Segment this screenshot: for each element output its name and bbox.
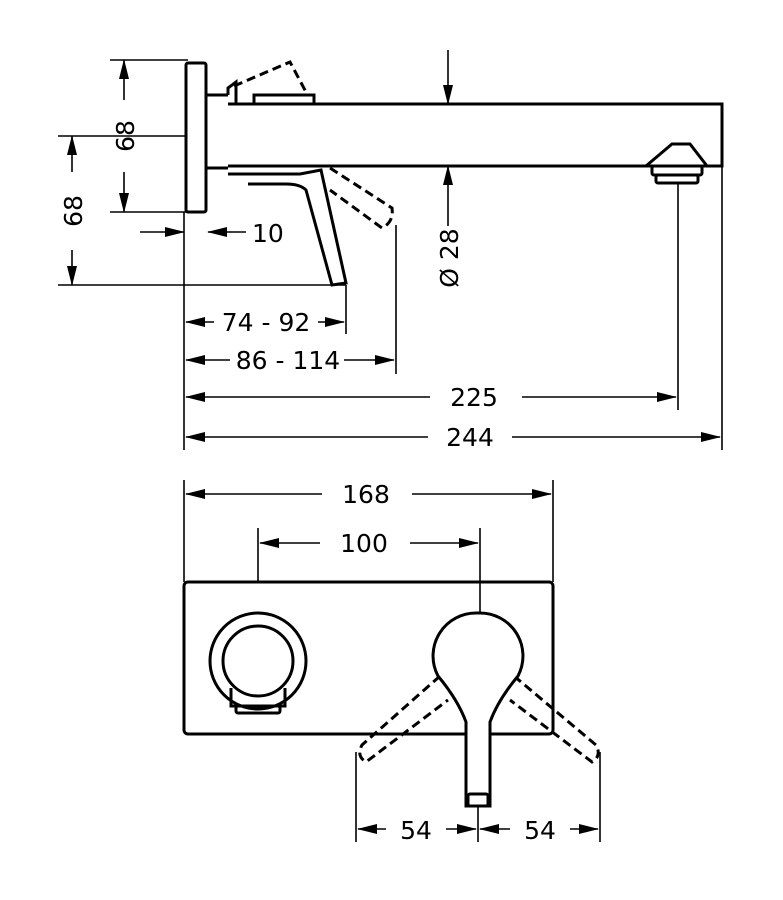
front-lever-dashed-left [358,674,449,764]
side-spout [228,102,724,168]
dim-lever-reach-min: 74 - 92 [222,308,311,337]
dim-outlet-projection: 225 [450,383,498,412]
dim-lever-reach-max: 86 - 114 [236,346,340,375]
dim-total-projection: 244 [446,423,494,452]
dim-height-lower: 68 [59,195,88,227]
front-diverter-knob [208,611,308,711]
dim-center-distance: 100 [340,529,388,558]
dim-lever-swing-right: 54 [524,816,556,845]
front-view: 168 100 54 54 [182,480,601,845]
dim-spout-diameter: Ø 28 [435,228,464,287]
dim-lever-swing-left: 54 [400,816,432,845]
side-view: 68 68 10 Ø 28 74 - 92 86 - 114 225 244 [58,50,724,452]
side-wall-plate [184,61,208,214]
dim-plate-width: 168 [342,480,390,509]
dim-plate-thickness: 10 [252,219,284,248]
side-aerator [641,142,711,168]
side-diverter-knob [226,79,316,104]
front-lever-handle [431,611,525,808]
side-lever [228,168,348,287]
front-wall-plate [182,580,555,736]
side-diverter-dashed [233,60,308,93]
dim-height-upper: 68 [111,120,140,152]
front-lever-dashed-right [509,674,600,764]
side-lever-dashed [329,166,394,230]
